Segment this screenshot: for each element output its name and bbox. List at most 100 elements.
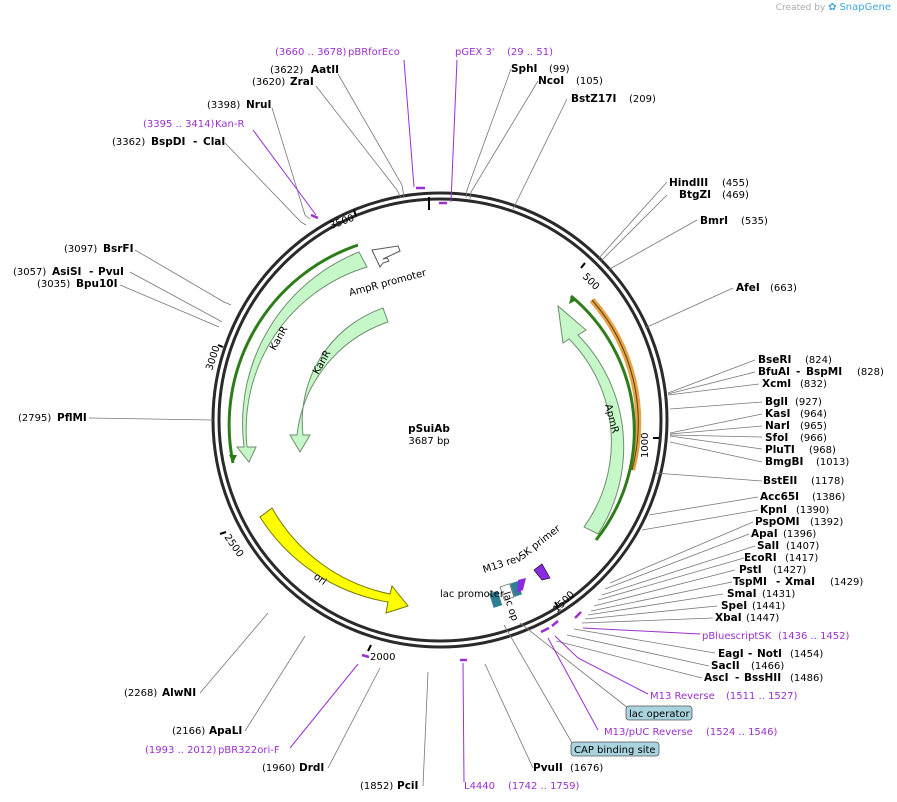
ampr-promoter-arrow: [371, 245, 401, 268]
enzyme-name-acc65i: Acc65I: [760, 491, 799, 503]
ring-tick-mark: [353, 209, 357, 217]
enzyme-pos-ncoi: (105): [576, 76, 603, 87]
enzyme-pos-sphi: (99): [549, 64, 570, 75]
enzyme-name-xmai: XmaI: [785, 576, 815, 588]
enzyme-name-bspmi: BspMI: [806, 366, 842, 378]
cap-binding-site-box: [570, 741, 660, 757]
enzyme-pos-bstz17i: (209): [629, 94, 656, 105]
primer-name-kanr: Kan-R: [215, 119, 244, 130]
enzyme-name-afei: AfeI: [736, 282, 760, 294]
enzyme-name-noti: NotI: [757, 648, 782, 660]
enzyme-pos-zrai: (3620): [252, 77, 285, 88]
primer-range-pbr322ori: (1993 .. 2012): [145, 745, 217, 756]
enzyme-pos-tspmi: (1429): [830, 577, 863, 588]
enzyme-labels-right: PvuII (1676) SphI (99) NcoI (105) BstZ17…: [511, 63, 884, 774]
enzyme-name-pflmi: PflMI: [57, 412, 87, 424]
enzyme-pos-pflmi: (2795): [18, 413, 51, 424]
ring-tick-2000: 2000: [370, 652, 395, 663]
primer-name-pgex3: pGEX 3': [455, 47, 495, 58]
enzyme-pos-smai: (1431): [762, 589, 795, 600]
enzyme-sep: -: [748, 648, 752, 660]
enzyme-pos-aatii: (3622): [270, 65, 303, 76]
enzyme-name-bmri: BmrI: [700, 215, 728, 227]
primer-range-m13-puc-reverse: (1524 .. 1546): [706, 727, 778, 738]
lac-promoter-block: [489, 590, 503, 608]
ring-tick-mark: [554, 601, 559, 608]
ampr-promoter-label: AmpR promoter: [348, 267, 428, 298]
backbone-inner-ring: [217, 197, 663, 643]
kanr-outer-arrow: [235, 251, 368, 463]
enzyme-pos-bspdi: (3362): [112, 137, 145, 148]
enzyme-name-alwni: AlwNI: [162, 687, 196, 699]
enzyme-pos-acc65i: (1386): [812, 492, 845, 503]
ring-tick-3500: 3500: [328, 213, 356, 232]
enzyme-name-pvui: PvuI: [98, 266, 124, 278]
enzyme-pos-pspomi: (1392): [810, 517, 843, 528]
lac-promoter-label: lac promoter: [440, 589, 505, 600]
enzyme-pos-btgzi: (469): [722, 190, 749, 201]
enzyme-pos-hindiii: (455): [722, 178, 749, 189]
enzyme-name-ecori: EcoRI: [744, 552, 777, 564]
enzyme-pos-bsrfi: (3097): [64, 244, 97, 255]
enzyme-pos-spei: (1441): [752, 601, 785, 612]
primer-range-kanr: (3395 .. 3414): [143, 119, 215, 130]
snapgene-credit: Created by ✿ SnapGene: [776, 2, 891, 13]
enzyme-name-bmgbi: BmgBI: [765, 456, 803, 468]
enzyme-name-sfoi: SfoI: [765, 432, 788, 444]
enzyme-name-aatii: AatII: [311, 64, 339, 76]
enzyme-pos-afei: (663): [770, 283, 797, 294]
cap-binding-site-label: CAP binding site: [574, 745, 656, 756]
enzyme-name-bgli: BglI: [765, 396, 788, 408]
enzyme-pos-bmri: (535): [741, 216, 768, 227]
kanr-highlight-arc: [227, 243, 359, 464]
enzyme-pos-asci: (1486): [790, 673, 823, 684]
primer-mark: [574, 611, 582, 619]
enzyme-name-kasi: KasI: [765, 408, 790, 420]
apmr-arrow: [557, 304, 625, 535]
sk-primer-icon: [533, 563, 551, 581]
kanr-highlight-arrowhead: [229, 455, 237, 463]
enzyme-sep: -: [193, 136, 197, 148]
plasmid-size: 3687 bp: [408, 436, 449, 447]
enzyme-sep: -: [89, 266, 93, 278]
enzyme-name-xcmi: XcmI: [762, 378, 791, 390]
enzyme-pos-kpni: (1390): [796, 505, 829, 516]
enzyme-name-zrai: ZraI: [290, 76, 314, 88]
enzyme-pos-sali: (1407): [786, 541, 819, 552]
enzyme-name-btgzi: BtgZI: [679, 189, 711, 201]
primer-mark: [551, 620, 559, 627]
enzyme-name-sacii: SacII: [711, 660, 740, 672]
enzyme-name-kpni: KpnI: [760, 504, 787, 516]
enzyme-pos-pvuii: (1676): [570, 763, 603, 774]
enzyme-pos-kasi: (964): [800, 409, 827, 420]
enzyme-sep: -: [776, 576, 780, 588]
enzyme-name-pvuii: PvuII: [533, 762, 563, 774]
enzyme-pos-xcmi: (832): [800, 379, 827, 390]
backbone-outer-ring: [211, 191, 669, 649]
primer-name-m13-reverse: M13 Reverse: [650, 691, 715, 702]
enzyme-pos-xbai: (1447): [746, 613, 779, 624]
enzyme-name-bspdi: BspDI: [151, 136, 185, 148]
primer-range-pgex3: (29 .. 51): [507, 47, 553, 58]
enzyme-pos-eagi: (1454): [790, 649, 823, 660]
credit-brand: SnapGene: [839, 2, 891, 13]
kanr-inner-arrow: [289, 307, 389, 453]
lac-operator-label: lac operator: [629, 709, 690, 720]
enzyme-name-bseri: BseRI: [758, 354, 791, 366]
primer-range-l4440: (1742 .. 1759): [508, 781, 580, 792]
credit-prefix: Created by: [775, 3, 826, 13]
enzyme-name-asisi: AsiSI: [52, 266, 81, 278]
kanr-inner-label: KanR: [311, 349, 333, 377]
enzyme-name-pluti: PluTI: [765, 444, 795, 456]
enzyme-name-clai: ClaI: [203, 136, 225, 148]
boxed-feature-labels: lac operator CAP binding site: [570, 705, 693, 757]
enzyme-pos-apali: (2166): [172, 726, 205, 737]
enzyme-name-bsshii: BssHII: [744, 672, 781, 684]
enzyme-pos-drdi: (1960): [262, 763, 295, 774]
sk-primer-label: SK primer: [517, 523, 563, 563]
apmr-green-arrowhead: [569, 296, 577, 304]
primer-labels: (3660 .. 3678) pBRforEco pGEX 3' (29 .. …: [143, 47, 850, 792]
ori-arrow: [259, 507, 409, 614]
enzyme-name-sphi: SphI: [511, 63, 537, 75]
